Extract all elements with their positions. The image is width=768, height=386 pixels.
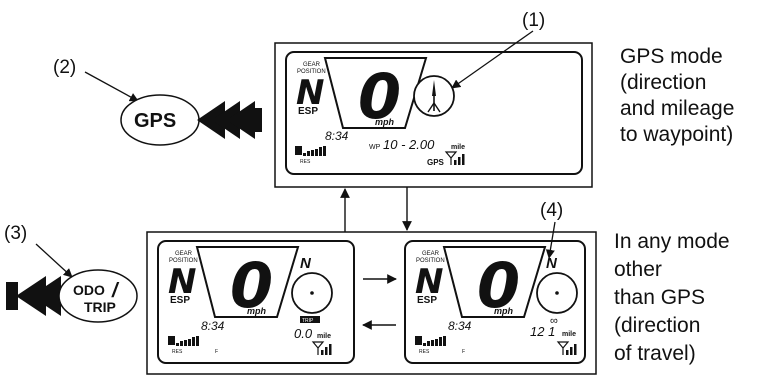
fuel-full-left: F — [215, 349, 218, 355]
compass-dot-left — [310, 291, 314, 295]
clock-display: 8:34 — [325, 129, 349, 143]
trip-tag: TRIP — [302, 318, 314, 324]
esp-label-left: ESP — [170, 295, 190, 306]
speed-window-right — [442, 246, 547, 318]
trip-label: TRIP — [84, 299, 116, 315]
callout-3: (3) — [4, 223, 27, 244]
speed-window-left — [195, 246, 300, 318]
wp-distance: 10 - 2.00 — [383, 137, 435, 152]
callout-3-leader — [35, 243, 73, 278]
odo-value: 12 1 — [530, 324, 555, 339]
svg-text:In any mode: In any mode — [614, 230, 730, 253]
speed-value: 0 — [358, 60, 401, 133]
svg-text:and mileage: and mileage — [620, 97, 734, 120]
speed-unit-right: mph — [494, 306, 514, 316]
gear-label-right: GEAR — [422, 251, 440, 257]
speed-value-left: 0 — [230, 249, 273, 322]
trip-unit: mile — [317, 333, 331, 340]
compass-n-left: N — [300, 255, 312, 272]
odo-label: ODO — [73, 282, 105, 298]
callout-2: (2) — [53, 57, 76, 78]
gear-indicator: N — [296, 73, 324, 113]
gear-label-top: GEAR — [303, 62, 321, 68]
press-arrow-icon — [197, 101, 262, 139]
fuel-full-right: F — [462, 349, 465, 355]
waypoint-arrow-icon — [427, 80, 441, 113]
gps-button[interactable]: GPS — [120, 94, 200, 146]
svg-text:other: other — [614, 258, 662, 281]
svg-text:to waypoint): to waypoint) — [620, 123, 733, 146]
esp-label: ESP — [298, 106, 318, 117]
gear-position-label: POSITION — [297, 69, 326, 75]
trip-tag-box — [300, 316, 320, 323]
trip-value: 0.0 — [294, 326, 313, 341]
svg-text:(direction: (direction — [620, 71, 706, 94]
speed-value-right: 0 — [477, 249, 520, 322]
gear-position-label-left: POSITION — [169, 258, 198, 264]
gps-mode-description: GPS mode (direction and mileage to waypo… — [620, 45, 734, 146]
gear-position-label-right: POSITION — [416, 258, 445, 264]
svg-text:GPS mode: GPS mode — [620, 45, 723, 68]
press-arrow-icon-odo — [6, 276, 61, 316]
odo-unit: mile — [562, 331, 576, 338]
fuel-res-right: RES — [419, 349, 430, 355]
fuel-res-left: RES — [172, 349, 183, 355]
speed-unit: mph — [375, 117, 395, 127]
callout-1-leader — [451, 30, 534, 89]
callout-4-leader — [545, 221, 556, 259]
svg-text:than GPS: than GPS — [614, 286, 705, 309]
clock-right: 8:34 — [448, 319, 472, 333]
gear-indicator-left: N — [168, 262, 196, 302]
wp-label: WP — [369, 144, 381, 151]
odo-trip-button[interactable]: ODO / TRIP — [58, 269, 138, 323]
svg-text:of travel): of travel) — [614, 342, 696, 365]
fuel-icon-left — [168, 336, 199, 346]
svg-text:(direction: (direction — [614, 314, 700, 337]
gps-indicator: GPS — [427, 158, 445, 167]
callout-2-leader — [84, 71, 139, 102]
compass-n-right: N — [546, 255, 558, 272]
speed-unit-left: mph — [247, 306, 267, 316]
callout-1: (1) — [522, 10, 545, 31]
other-mode-description: In any mode other than GPS (direction of… — [614, 230, 730, 365]
fuel-res-label: RES — [300, 159, 311, 165]
wp-unit: mile — [451, 144, 465, 151]
gps-button-label: GPS — [134, 110, 176, 132]
fuel-icon — [295, 146, 326, 156]
odo-symbol: ∞ — [550, 315, 558, 327]
callout-4: (4) — [540, 200, 563, 221]
gear-indicator-right: N — [415, 262, 443, 302]
compass-dot-right — [555, 291, 559, 295]
esp-label-right: ESP — [417, 295, 437, 306]
odo-slash: / — [111, 280, 120, 302]
gear-label-left: GEAR — [175, 251, 193, 257]
speed-window — [323, 57, 428, 129]
fuel-icon-right — [415, 336, 446, 346]
clock-left: 8:34 — [201, 319, 225, 333]
